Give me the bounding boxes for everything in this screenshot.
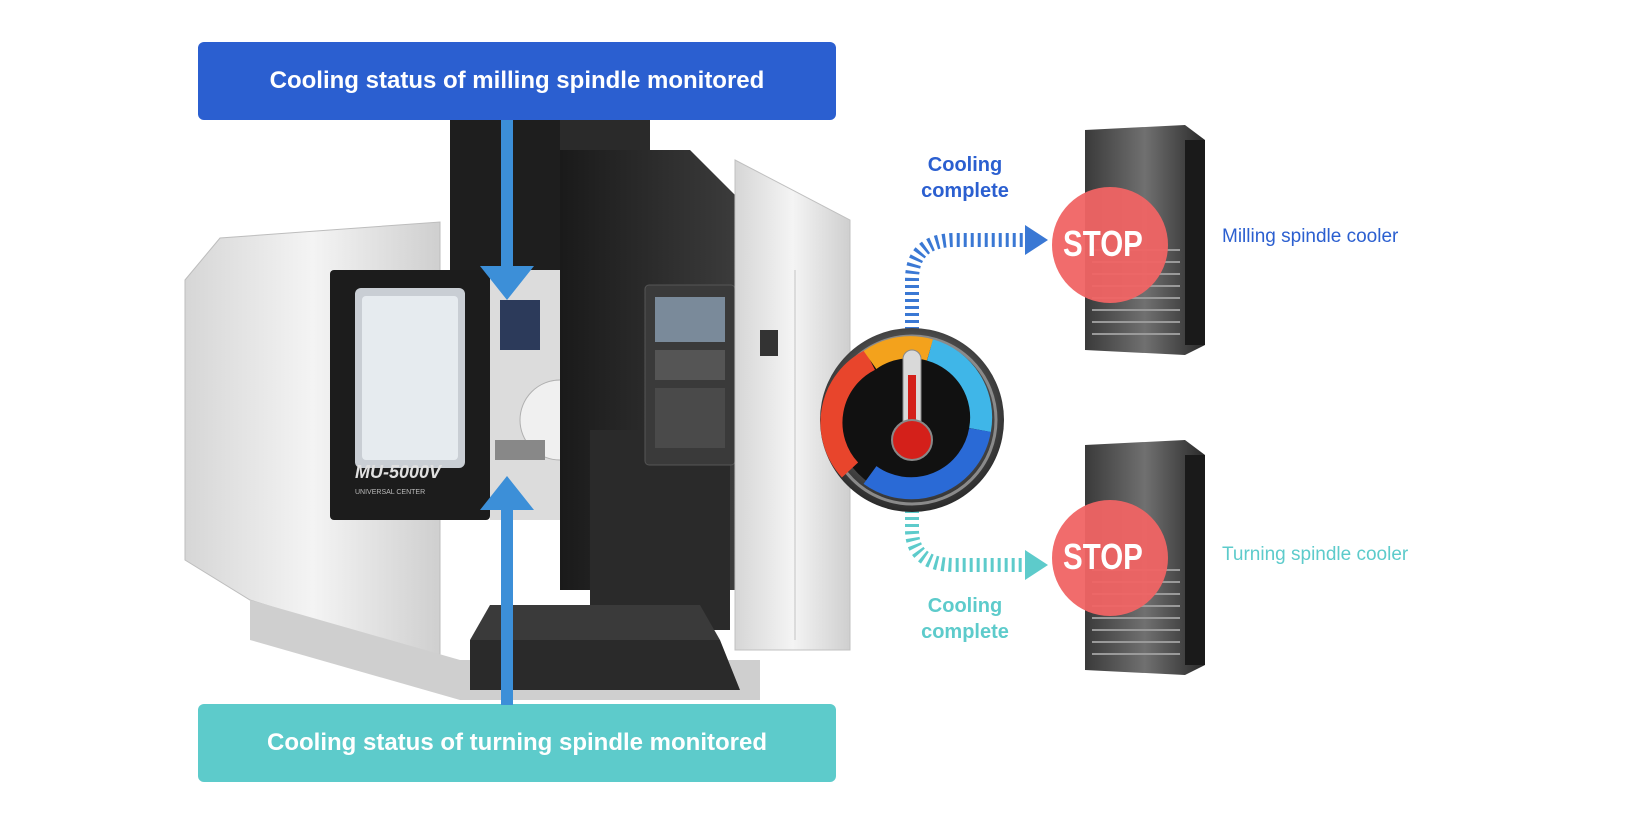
- cooling-complete-turning: Cooling complete: [900, 593, 1030, 645]
- machine-subtitle: UNIVERSAL CENTER: [355, 489, 425, 496]
- turning-cooler-label: Turning spindle cooler: [1222, 544, 1409, 565]
- stop-sign-icon: [1052, 187, 1168, 303]
- arrow-milling-down: [480, 120, 534, 300]
- arrow-turning-up: [480, 476, 534, 705]
- cooling-complete-milling: Cooling complete: [900, 152, 1030, 204]
- thermometer-gauge-icon: [820, 328, 1004, 512]
- cooling-complete-milling-line1: Cooling: [927, 154, 1003, 176]
- dashed-line-milling: [905, 225, 1048, 330]
- dashed-line-turning: [905, 510, 1048, 580]
- stop-label-turning: STOP: [1063, 536, 1143, 577]
- milling-cooler-label: Milling spindle cooler: [1222, 226, 1399, 247]
- banner-milling-text: Cooling status of milling spindle monito…: [269, 67, 765, 94]
- cooling-complete-milling-line2: complete: [921, 180, 1009, 202]
- banner-turning-text: Cooling status of turning spindle monito…: [267, 729, 767, 756]
- machine-model-label: MU-5000V: [355, 462, 443, 482]
- cooling-complete-turning-line2: complete: [921, 621, 1009, 643]
- machine-tool-image: MU-5000V UNIVERSAL CENTER: [184, 120, 851, 700]
- banner-milling-monitored: Cooling status of milling spindle monito…: [198, 42, 836, 120]
- cooling-complete-turning-line1: Cooling: [927, 595, 1003, 617]
- stop-sign-icon: [1052, 500, 1168, 616]
- stop-label-milling: STOP: [1063, 223, 1143, 264]
- banner-turning-monitored: Cooling status of turning spindle monito…: [198, 704, 836, 782]
